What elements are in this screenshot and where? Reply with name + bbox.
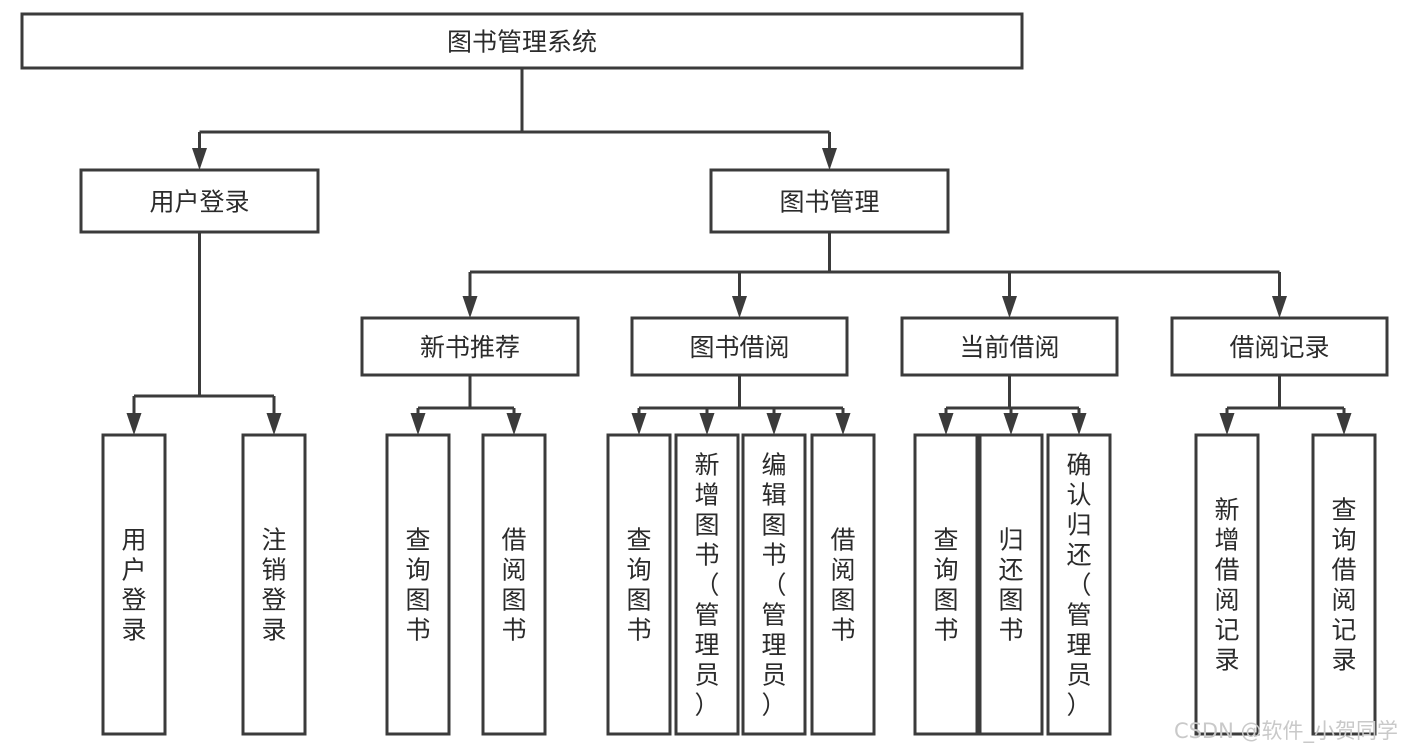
arrow-head bbox=[938, 413, 954, 435]
node-label-leaf-edit-book: 编辑图书（管理员） bbox=[761, 450, 786, 719]
arrow-head bbox=[410, 413, 426, 435]
node-book-manage[interactable]: 图书管理 bbox=[709, 168, 950, 234]
csdn-watermark: CSDN @软件_小贺同学 bbox=[1174, 719, 1398, 744]
arrow-head bbox=[1002, 296, 1017, 318]
arrow-head bbox=[266, 413, 282, 435]
arrow-head bbox=[699, 413, 715, 435]
node-leaf-edit-book[interactable]: 编辑图书（管理员） bbox=[741, 433, 807, 736]
node-leaf-user-login[interactable]: 用户登录 bbox=[101, 433, 167, 736]
node-box-leaf-query-book-cur[interactable] bbox=[913, 433, 979, 736]
node-leaf-add-record[interactable]: 新增借阅记录 bbox=[1194, 433, 1260, 736]
node-box-leaf-query-book-rec[interactable] bbox=[385, 433, 451, 736]
node-box-borrow-record[interactable] bbox=[1170, 316, 1389, 377]
node-box-new-book-recommend[interactable] bbox=[360, 316, 580, 377]
arrow-head bbox=[732, 296, 747, 318]
node-box-leaf-logout[interactable] bbox=[241, 433, 307, 736]
node-leaf-confirm-return[interactable]: 确认归还（管理员） bbox=[1046, 433, 1112, 736]
arrow-head bbox=[1272, 296, 1287, 318]
node-label-leaf-query-book-rec: 查询图书 bbox=[405, 525, 430, 644]
node-label-leaf-add-record: 新增借阅记录 bbox=[1214, 495, 1239, 674]
nodes-layer: 图书管理系统用户登录图书管理新书推荐图书借阅当前借阅借阅记录用户登录注销登录查询… bbox=[20, 12, 1389, 736]
node-label-leaf-borrow-book: 借阅图书 bbox=[830, 525, 855, 644]
arrow-head bbox=[1003, 413, 1019, 435]
node-leaf-query-book-rec[interactable]: 查询图书 bbox=[385, 433, 451, 736]
node-label-leaf-query-book-cur: 查询图书 bbox=[933, 525, 958, 644]
node-box-leaf-return-book[interactable] bbox=[978, 433, 1044, 736]
node-box-leaf-query-book-borrow[interactable] bbox=[606, 433, 672, 736]
node-label-user-login: 用户登录 bbox=[149, 188, 249, 217]
node-box-root[interactable] bbox=[20, 12, 1024, 70]
node-label-root: 图书管理系统 bbox=[447, 28, 597, 57]
node-leaf-borrow-book[interactable]: 借阅图书 bbox=[810, 433, 876, 736]
node-user-login[interactable]: 用户登录 bbox=[79, 168, 320, 234]
node-leaf-query-record[interactable]: 查询借阅记录 bbox=[1311, 433, 1377, 736]
node-label-current-borrow: 当前借阅 bbox=[959, 333, 1059, 362]
node-current-borrow[interactable]: 当前借阅 bbox=[900, 316, 1119, 377]
arrow-head bbox=[126, 413, 142, 435]
node-label-leaf-return-book: 归还图书 bbox=[998, 525, 1023, 644]
node-box-book-borrow[interactable] bbox=[630, 316, 849, 377]
node-box-leaf-confirm-return[interactable] bbox=[1046, 433, 1112, 736]
connectors-layer bbox=[126, 68, 1352, 435]
node-box-book-manage[interactable] bbox=[709, 168, 950, 234]
node-box-leaf-add-book[interactable] bbox=[674, 433, 740, 736]
node-label-leaf-borrow-book-rec: 借阅图书 bbox=[501, 525, 526, 644]
node-label-leaf-user-login: 用户登录 bbox=[121, 525, 146, 644]
node-box-leaf-query-record[interactable] bbox=[1311, 433, 1377, 736]
node-root[interactable]: 图书管理系统 bbox=[20, 12, 1024, 70]
node-box-leaf-edit-book[interactable] bbox=[741, 433, 807, 736]
arrow-head bbox=[1219, 413, 1235, 435]
node-box-current-borrow[interactable] bbox=[900, 316, 1119, 377]
arrow-head bbox=[766, 413, 782, 435]
node-box-leaf-add-record[interactable] bbox=[1194, 433, 1260, 736]
node-label-leaf-query-book-borrow: 查询图书 bbox=[626, 525, 651, 644]
node-new-book-recommend[interactable]: 新书推荐 bbox=[360, 316, 580, 377]
node-borrow-record[interactable]: 借阅记录 bbox=[1170, 316, 1389, 377]
node-leaf-logout[interactable]: 注销登录 bbox=[241, 433, 307, 736]
node-box-leaf-user-login[interactable] bbox=[101, 433, 167, 736]
node-label-leaf-confirm-return: 确认归还（管理员） bbox=[1066, 450, 1091, 719]
arrow-head bbox=[835, 413, 851, 435]
node-label-book-manage: 图书管理 bbox=[779, 188, 879, 217]
node-book-borrow[interactable]: 图书借阅 bbox=[630, 316, 849, 377]
arrow-head bbox=[506, 413, 522, 435]
node-box-leaf-borrow-book-rec[interactable] bbox=[481, 433, 547, 736]
node-label-borrow-record: 借阅记录 bbox=[1229, 333, 1329, 362]
node-leaf-query-book-cur[interactable]: 查询图书 bbox=[913, 433, 979, 736]
arrow-head bbox=[822, 148, 837, 170]
node-box-user-login[interactable] bbox=[79, 168, 320, 234]
arrow-head bbox=[1336, 413, 1352, 435]
node-label-leaf-logout: 注销登录 bbox=[261, 525, 286, 644]
node-label-new-book-recommend: 新书推荐 bbox=[420, 333, 520, 362]
node-leaf-return-book[interactable]: 归还图书 bbox=[978, 433, 1044, 736]
node-label-leaf-query-record: 查询借阅记录 bbox=[1331, 495, 1356, 674]
node-leaf-add-book[interactable]: 新增图书（管理员） bbox=[674, 433, 740, 736]
arrow-head bbox=[192, 148, 207, 170]
node-leaf-query-book-borrow[interactable]: 查询图书 bbox=[606, 433, 672, 736]
node-leaf-borrow-book-rec[interactable]: 借阅图书 bbox=[481, 433, 547, 736]
node-box-leaf-borrow-book[interactable] bbox=[810, 433, 876, 736]
node-label-leaf-add-book: 新增图书（管理员） bbox=[694, 450, 719, 719]
node-label-book-borrow: 图书借阅 bbox=[689, 333, 789, 362]
arrow-head bbox=[631, 413, 647, 435]
arrow-head bbox=[1071, 413, 1087, 435]
arrow-head bbox=[462, 296, 478, 318]
